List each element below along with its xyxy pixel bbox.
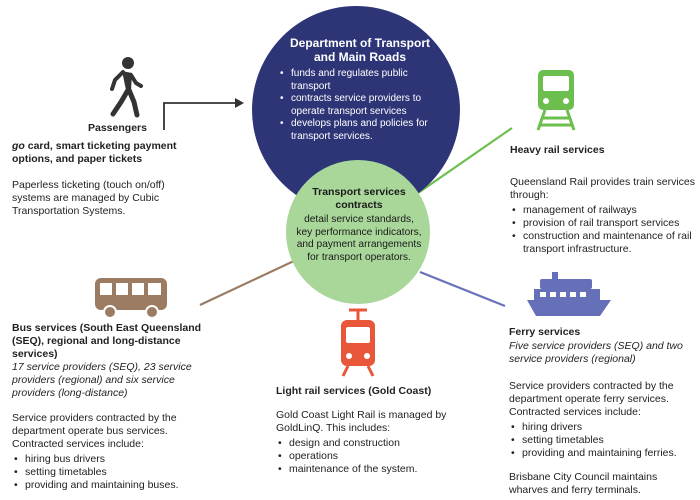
light-rail-block: Gold Coast Light Rail is managed by Gold…	[276, 409, 466, 476]
heavy-rail-connector	[417, 127, 513, 194]
passengers-description: Paperless ticketing (touch on/off) syste…	[12, 179, 165, 217]
passenger-arrow	[163, 102, 236, 130]
bus-item: providing and maintaining buses.	[14, 479, 202, 492]
light-rail-item: design and construction	[278, 437, 466, 450]
department-item: contracts service providers to operate t…	[280, 93, 442, 118]
heavy-rail-item: management of railways	[512, 204, 695, 217]
ferry-title: Ferry services	[509, 326, 581, 338]
heavy-rail-item: construction and maintenance of rail tra…	[512, 230, 695, 256]
department-circle: Department of Transport and Main Roads f…	[252, 6, 460, 214]
ferry-connector	[419, 270, 506, 308]
department-item: develops plans and policies for transpor…	[280, 118, 442, 143]
bus-subtitle: 17 service providers (SEQ), 23 service p…	[12, 361, 192, 399]
ferry-icon	[527, 272, 611, 316]
light-rail-intro: Gold Coast Light Rail is managed by Gold…	[276, 409, 447, 434]
bus-title: Bus services (South East Queensland (SEQ…	[12, 322, 202, 360]
department-title-line2: and Main Roads	[313, 50, 406, 64]
department-list: funds and regulates public transport con…	[278, 68, 442, 143]
ferry-item: providing and maintaining ferries.	[511, 447, 695, 460]
ferry-subtitle: Five service providers (SEQ) and two ser…	[509, 340, 683, 365]
arrow-head	[235, 98, 244, 108]
contracts-description: detail service standards, key performanc…	[296, 214, 422, 263]
light-rail-title: Light rail services (Gold Coast)	[276, 385, 432, 397]
contracts-title-line1: Transport services	[312, 186, 406, 198]
ferry-list: hiring drivers setting timetables provid…	[509, 421, 695, 460]
ferry-item: setting timetables	[511, 434, 695, 447]
passengers-heading-rest: card, smart ticketing payment options, a…	[12, 140, 177, 165]
heavy-rail-item: provision of rail transport services	[512, 217, 695, 230]
light-rail-item: operations	[278, 450, 466, 463]
go-card-italic: go	[12, 140, 25, 152]
heavy-rail-intro: Queensland Rail provides train services …	[510, 176, 696, 201]
ferry-block: Service providers contracted by the depa…	[509, 380, 695, 460]
ferry-note: Brisbane City Council maintains wharves …	[509, 471, 658, 496]
contracts-title-line2: contracts	[335, 199, 383, 211]
bus-item: hiring bus drivers	[14, 453, 202, 466]
bus-intro: Service providers contracted by the depa…	[12, 412, 177, 450]
ferry-intro: Service providers contracted by the depa…	[509, 380, 674, 418]
passengers-heading: go card, smart ticketing payment options…	[12, 140, 202, 166]
light-rail-item: maintenance of the system.	[278, 463, 466, 476]
bus-connector	[199, 259, 297, 306]
walking-person-icon	[110, 57, 143, 118]
bus-item: setting timetables	[14, 466, 202, 479]
heavy-rail-block: Queensland Rail provides train services …	[510, 176, 695, 256]
department-title: Department of Transport and Main Roads	[278, 36, 442, 64]
contracts-circle: Transport services contracts detail serv…	[286, 160, 430, 304]
department-title-line1: Department of Transport	[289, 36, 430, 50]
passengers-label: Passengers	[88, 122, 147, 134]
bus-list: hiring bus drivers setting timetables pr…	[12, 453, 202, 492]
heavy-rail-list: management of railways provision of rail…	[510, 204, 695, 256]
bus-icon	[95, 278, 167, 319]
heavy-rail-title: Heavy rail services	[510, 144, 605, 156]
train-icon	[536, 70, 576, 131]
light-rail-icon	[341, 308, 375, 377]
bus-block: Service providers contracted by the depa…	[12, 412, 202, 492]
department-item: funds and regulates public transport	[280, 68, 442, 93]
light-rail-list: design and construction operations maint…	[276, 437, 466, 476]
ferry-item: hiring drivers	[511, 421, 695, 434]
contracts-title: Transport services contracts	[296, 186, 422, 212]
